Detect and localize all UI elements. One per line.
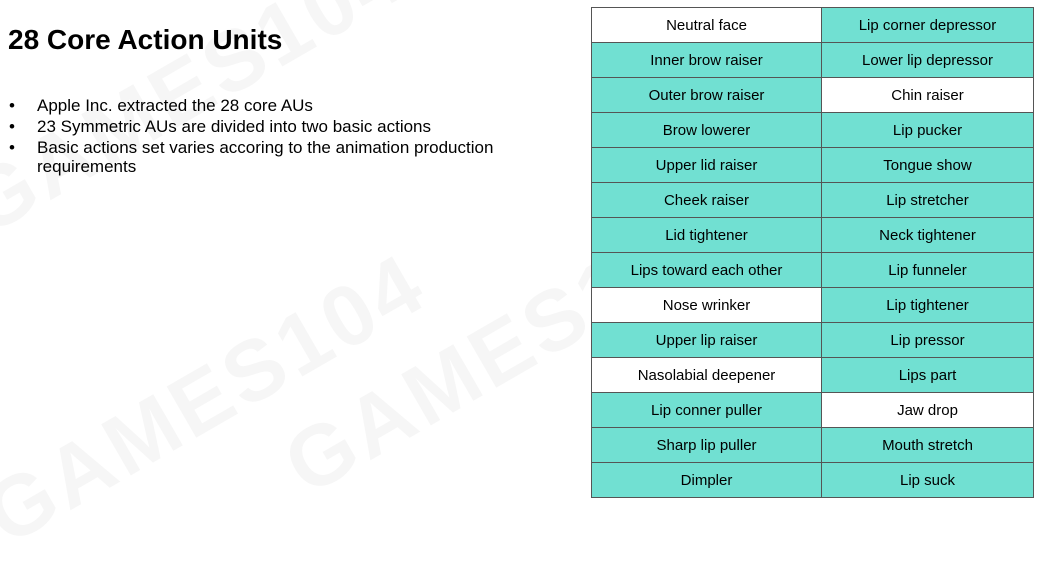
action-unit-cell-left: Lips toward each other	[591, 252, 822, 288]
action-unit-cell-right: Chin raiser	[821, 77, 1034, 113]
action-unit-cell-right: Lip pressor	[821, 322, 1034, 358]
action-unit-cell-right: Tongue show	[821, 147, 1034, 183]
bullet-dot-icon: •	[9, 96, 15, 115]
action-unit-cell-right: Jaw drop	[821, 392, 1034, 428]
action-unit-cell-right: Lips part	[821, 357, 1034, 393]
bullet-text: Basic actions set varies accoring to the…	[37, 138, 494, 176]
action-unit-cell-left: Inner brow raiser	[591, 42, 822, 78]
action-unit-cell-left: Sharp lip puller	[591, 427, 822, 463]
action-unit-cell-left: Neutral face	[591, 7, 822, 43]
bullet-list: • Apple Inc. extracted the 28 core AUs •…	[0, 96, 560, 178]
action-unit-cell-left: Upper lid raiser	[591, 147, 822, 183]
action-unit-cell-right: Lower lip depressor	[821, 42, 1034, 78]
bullet-dot-icon: •	[9, 117, 15, 136]
action-unit-cell-left: Brow lowerer	[591, 112, 822, 148]
action-unit-cell-left: Lid tightener	[591, 217, 822, 253]
bullet-item: • Apple Inc. extracted the 28 core AUs	[0, 96, 560, 115]
action-unit-cell-right: Neck tightener	[821, 217, 1034, 253]
bullet-item: • Basic actions set varies accoring to t…	[0, 138, 560, 176]
watermark-logo: GAMES104	[0, 234, 443, 565]
action-unit-cell-right: Lip stretcher	[821, 182, 1034, 218]
action-unit-cell-left: Dimpler	[591, 462, 822, 498]
bullet-dot-icon: •	[9, 138, 15, 157]
action-unit-cell-left: Nose wrinker	[591, 287, 822, 323]
action-unit-cell-left: Cheek raiser	[591, 182, 822, 218]
action-unit-cell-right: Lip suck	[821, 462, 1034, 498]
action-unit-cell-left: Outer brow raiser	[591, 77, 822, 113]
bullet-item: • 23 Symmetric AUs are divided into two …	[0, 117, 560, 136]
action-unit-cell-left: Nasolabial deepener	[591, 357, 822, 393]
action-unit-cell-right: Mouth stretch	[821, 427, 1034, 463]
action-unit-cell-left: Upper lip raiser	[591, 322, 822, 358]
bullet-text: Apple Inc. extracted the 28 core AUs	[37, 96, 313, 115]
action-unit-cell-right: Lip funneler	[821, 252, 1034, 288]
action-unit-cell-left: Lip conner puller	[591, 392, 822, 428]
bullet-text: 23 Symmetric AUs are divided into two ba…	[37, 117, 432, 136]
slide-title: 28 Core Action Units	[8, 24, 283, 55]
action-unit-cell-right: Lip corner depressor	[821, 7, 1034, 43]
action-unit-cell-right: Lip tightener	[821, 287, 1034, 323]
action-unit-cell-right: Lip pucker	[821, 112, 1034, 148]
